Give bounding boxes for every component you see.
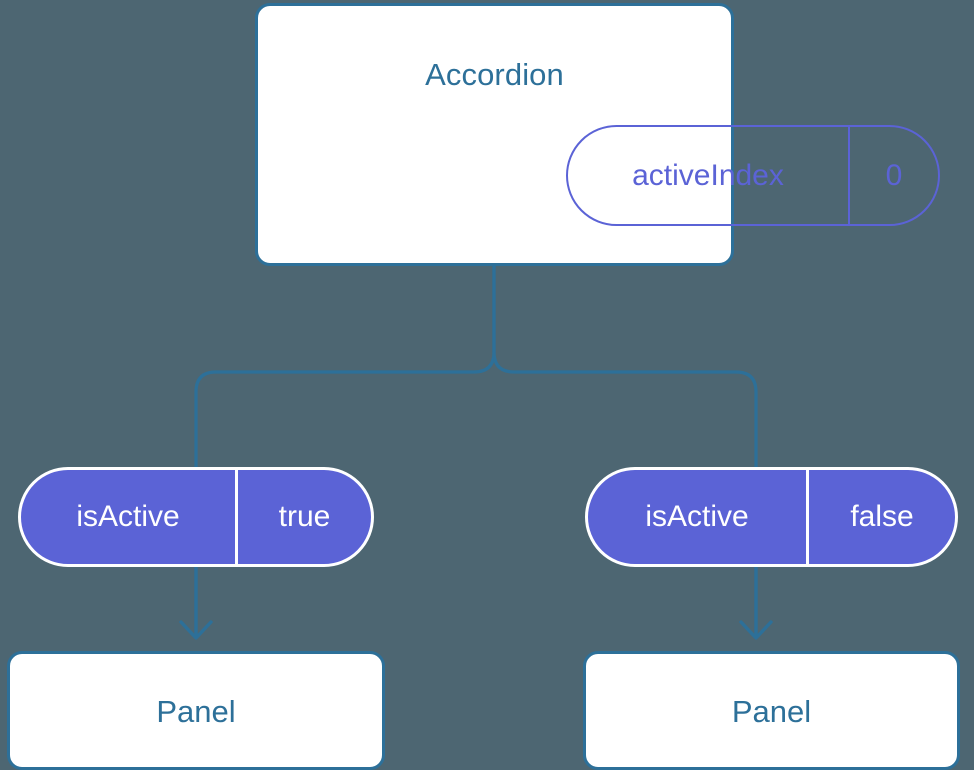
prop-value-label: true [235, 470, 371, 564]
prop-pill-is-active-right[interactable]: isActive false [585, 467, 958, 567]
prop-value-label: 0 [848, 127, 938, 224]
page-title: Accordion [425, 57, 564, 92]
prop-pill-is-active-left[interactable]: isActive true [18, 467, 374, 567]
prop-key-label: isActive [76, 500, 180, 533]
prop-key-label: isActive [645, 500, 749, 533]
component-title: Panel [731, 694, 812, 729]
component-title: Panel [156, 694, 236, 729]
prop-key-label: activeIndex [632, 158, 784, 192]
prop-value-label: false [806, 470, 955, 564]
fork-connector [194, 264, 496, 469]
component-card-accordion[interactable]: Accordion activeIndex 0 [255, 3, 940, 266]
fork-connector-right [492, 264, 758, 469]
component-card-panel-left[interactable]: Panel [7, 651, 385, 770]
component-card-panel-right[interactable]: Panel [583, 651, 960, 770]
arrow-left-head-icon [179, 620, 213, 640]
arrow-right-head-icon [739, 620, 773, 640]
prop-pill-active-index[interactable]: activeIndex 0 [566, 125, 940, 226]
